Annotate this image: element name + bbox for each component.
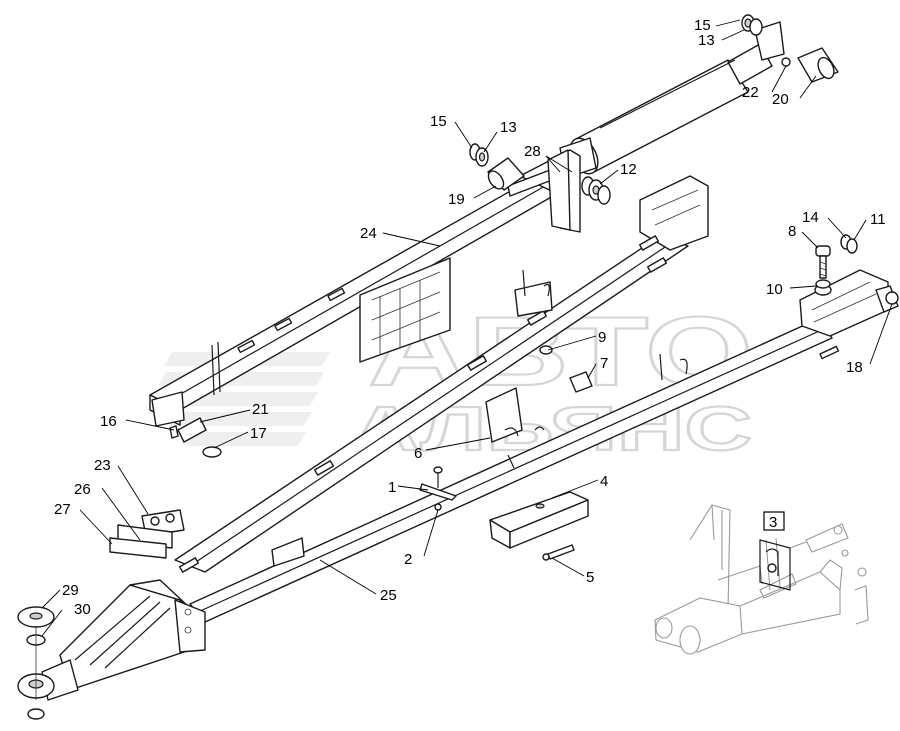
pin-19 bbox=[487, 157, 525, 191]
bracket-23-26-27 bbox=[109, 509, 185, 559]
inset-pin-3 bbox=[759, 539, 791, 591]
pin-18 bbox=[875, 285, 899, 313]
inset-detail bbox=[654, 504, 869, 655]
callout-24: 24 bbox=[360, 225, 377, 242]
callout-26: 26 bbox=[74, 481, 91, 498]
washers-13-15-mid bbox=[469, 143, 489, 167]
callout-13-mid: 13 bbox=[500, 119, 517, 136]
callout-7: 7 bbox=[600, 355, 608, 372]
callout-2: 2 bbox=[404, 551, 412, 568]
callout-10: 10 bbox=[766, 281, 783, 298]
callout-labels: 15 13 22 20 15 13 28 12 19 24 8 14 11 10… bbox=[54, 17, 886, 618]
callout-30: 30 bbox=[74, 601, 91, 618]
part-6 bbox=[485, 387, 545, 469]
callout-15-mid: 15 bbox=[430, 113, 447, 130]
callout-17: 17 bbox=[250, 425, 267, 442]
callout-23: 23 bbox=[94, 457, 111, 474]
callout-29: 29 bbox=[62, 582, 79, 599]
callout-8: 8 bbox=[788, 223, 796, 240]
pin-20 bbox=[781, 47, 839, 83]
callout-19: 19 bbox=[448, 191, 465, 208]
callout-14: 14 bbox=[802, 209, 819, 226]
callout-13-top: 13 bbox=[698, 32, 715, 49]
callout-21: 21 bbox=[252, 401, 269, 418]
washers-11-14 bbox=[840, 234, 858, 254]
callout-12: 12 bbox=[620, 161, 637, 178]
callout-16: 16 bbox=[100, 413, 117, 430]
lower-beam-25 bbox=[189, 269, 889, 623]
callout-25: 25 bbox=[380, 587, 397, 604]
callout-11: 11 bbox=[870, 211, 886, 228]
leader-lines bbox=[41, 19, 893, 637]
callout-15-top: 15 bbox=[694, 17, 711, 34]
callout-28: 28 bbox=[524, 143, 541, 160]
callout-22: 22 bbox=[742, 84, 759, 101]
washers-12 bbox=[581, 176, 611, 205]
callout-27: 27 bbox=[54, 501, 71, 518]
bolt-8 bbox=[814, 245, 832, 296]
eye-29-30 bbox=[17, 606, 55, 720]
bolt-1-nut-2 bbox=[419, 466, 457, 511]
callout-4: 4 bbox=[600, 473, 608, 490]
callout-3-box bbox=[763, 511, 785, 531]
bar-4 bbox=[489, 491, 589, 549]
upper-arm-24 bbox=[149, 149, 581, 427]
callout-20: 20 bbox=[772, 91, 789, 108]
callout-9: 9 bbox=[598, 329, 606, 346]
callout-3: 3 bbox=[769, 514, 777, 531]
callout-6: 6 bbox=[414, 445, 422, 462]
washer-13-top bbox=[741, 14, 763, 36]
callout-5: 5 bbox=[586, 569, 594, 586]
callout-18: 18 bbox=[846, 359, 863, 376]
middle-beam bbox=[174, 175, 709, 573]
bushing-7-9 bbox=[539, 345, 593, 393]
callout-1: 1 bbox=[388, 479, 396, 496]
part-21-16-17 bbox=[169, 417, 222, 458]
pin-5 bbox=[542, 544, 575, 561]
